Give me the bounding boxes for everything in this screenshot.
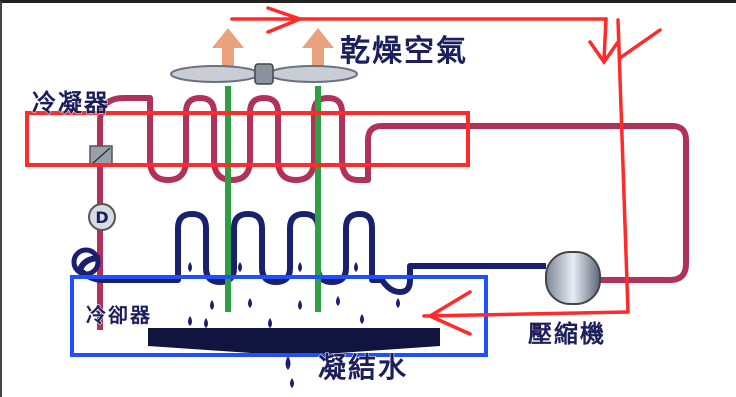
annotation-flow-arrows	[230, 6, 662, 336]
expansion-valve-icon: D	[88, 203, 116, 231]
exhaust-arrow-icon	[212, 28, 334, 68]
compressor-icon	[545, 251, 601, 305]
condenser-label: 冷凝器	[32, 89, 110, 118]
dry-air-label: 乾燥空氣	[340, 34, 468, 70]
compressor-label: 壓縮機	[528, 320, 606, 349]
drain-tray-bottom	[148, 346, 440, 356]
cooler-loop	[71, 247, 101, 277]
drain-tray	[148, 328, 440, 346]
condenser-highlight-box	[25, 111, 470, 167]
fan-icon	[170, 63, 358, 85]
cooler-label: 冷卻器	[86, 303, 152, 328]
cooler-coil	[77, 211, 546, 295]
condensate-label: 凝結水	[317, 351, 409, 385]
water-drop-icon	[188, 262, 400, 388]
expansion-valve-letter: D	[95, 208, 108, 227]
air-flow-pipes	[225, 86, 321, 312]
